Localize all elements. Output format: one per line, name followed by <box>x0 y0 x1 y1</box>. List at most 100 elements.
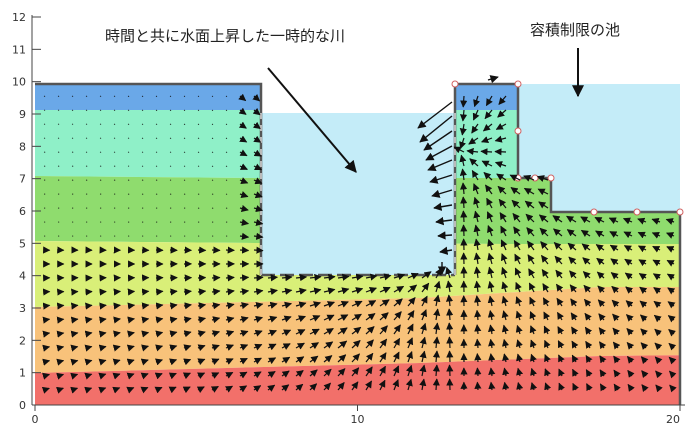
flow-vector <box>71 109 74 111</box>
flow-vector <box>141 330 150 338</box>
river-outflow-arrows <box>417 75 499 275</box>
flow-vector <box>211 372 220 379</box>
flow-vector <box>42 372 50 380</box>
flow-vector <box>556 297 564 307</box>
flow-vector <box>474 309 482 321</box>
flow-vector <box>459 137 466 150</box>
flow-vector <box>253 343 263 351</box>
flow-vector <box>655 370 663 379</box>
flow-vector <box>580 229 591 237</box>
flow-vector <box>392 351 400 363</box>
flow-vector <box>126 358 135 366</box>
flow-vector <box>393 298 403 307</box>
y-tick-label: 2 <box>19 334 26 347</box>
flow-vector <box>70 330 79 338</box>
flow-vector <box>141 123 144 125</box>
flow-vector <box>295 383 304 392</box>
flow-vector <box>183 151 186 153</box>
flow-vector <box>539 227 549 237</box>
flow-vector <box>42 344 51 352</box>
flow-vector <box>239 246 250 254</box>
flow-vector <box>486 197 493 209</box>
flow-vector <box>225 288 235 296</box>
flow-vector <box>421 271 432 279</box>
flow-vector <box>460 196 468 209</box>
flow-vector <box>513 226 521 237</box>
flow-vector <box>197 302 207 310</box>
flow-vector <box>42 358 51 366</box>
flow-vector <box>393 273 406 281</box>
flow-vector <box>197 358 206 366</box>
y-tick-label: 12 <box>12 11 26 24</box>
flow-vector <box>611 285 620 294</box>
flow-vector <box>510 187 521 195</box>
flow-vector <box>668 342 677 351</box>
flow-vector <box>140 372 149 380</box>
flow-vector <box>515 324 523 335</box>
flow-vector <box>281 301 292 309</box>
flow-vector <box>141 316 150 324</box>
flow-vector <box>337 287 350 295</box>
flow-vector <box>365 300 377 307</box>
flow-vector <box>566 215 577 223</box>
flow-vector <box>112 372 121 380</box>
flow-vector <box>238 107 247 115</box>
flow-vector <box>309 287 322 295</box>
flow-vector <box>267 301 278 309</box>
flow-vector <box>494 148 507 156</box>
flow-vector <box>432 378 440 391</box>
flow-vector <box>500 253 508 265</box>
flow-vector <box>516 353 524 363</box>
flow-vector <box>474 367 482 377</box>
flow-vector <box>379 352 387 363</box>
flow-vector <box>295 315 306 323</box>
y-tick-label: 6 <box>19 205 26 218</box>
flow-vector <box>622 217 633 225</box>
flow-vector <box>197 288 207 296</box>
flow-vector <box>141 137 144 139</box>
flow-vector <box>84 344 93 352</box>
flow-vector <box>379 312 389 321</box>
y-tick-label: 10 <box>12 76 26 89</box>
flow-vector <box>42 316 51 324</box>
flow-vector <box>281 343 291 350</box>
flow-vector <box>654 342 663 351</box>
flow-vector <box>406 337 414 349</box>
flow-vector <box>365 273 378 281</box>
flow-vector <box>267 357 277 365</box>
flow-vector <box>598 327 607 336</box>
flow-vector <box>625 300 634 308</box>
flow-vector <box>239 371 248 379</box>
flow-vector <box>513 239 521 251</box>
flow-vector <box>652 259 661 267</box>
flow-vector <box>225 109 228 112</box>
flow-vector <box>487 266 495 279</box>
flow-vector <box>141 302 150 310</box>
flow-vector <box>487 295 495 307</box>
flow-vector <box>624 258 633 266</box>
flow-vector <box>140 386 149 394</box>
flow-vector <box>71 95 74 97</box>
flow-vector <box>239 316 249 323</box>
flow-vector <box>99 288 107 296</box>
flow-vector <box>558 382 565 391</box>
flow-vector <box>420 309 428 321</box>
flow-vector <box>468 137 479 145</box>
flow-vector <box>623 245 633 252</box>
flow-vector <box>225 302 235 310</box>
flow-vector <box>528 282 536 293</box>
flow-vector <box>460 210 468 223</box>
flow-vector <box>623 231 633 239</box>
flow-vector <box>197 330 206 338</box>
flow-vector <box>155 302 164 310</box>
flow-vector <box>667 287 676 295</box>
flow-vector <box>610 272 619 280</box>
flow-vector <box>112 358 121 366</box>
flow-vector <box>487 280 495 293</box>
flow-vector <box>419 336 427 349</box>
flow-vector <box>337 354 347 363</box>
flow-vector <box>141 95 144 97</box>
flow-vector <box>446 336 454 349</box>
flow-vector <box>516 382 524 391</box>
flow-vector <box>515 296 523 307</box>
